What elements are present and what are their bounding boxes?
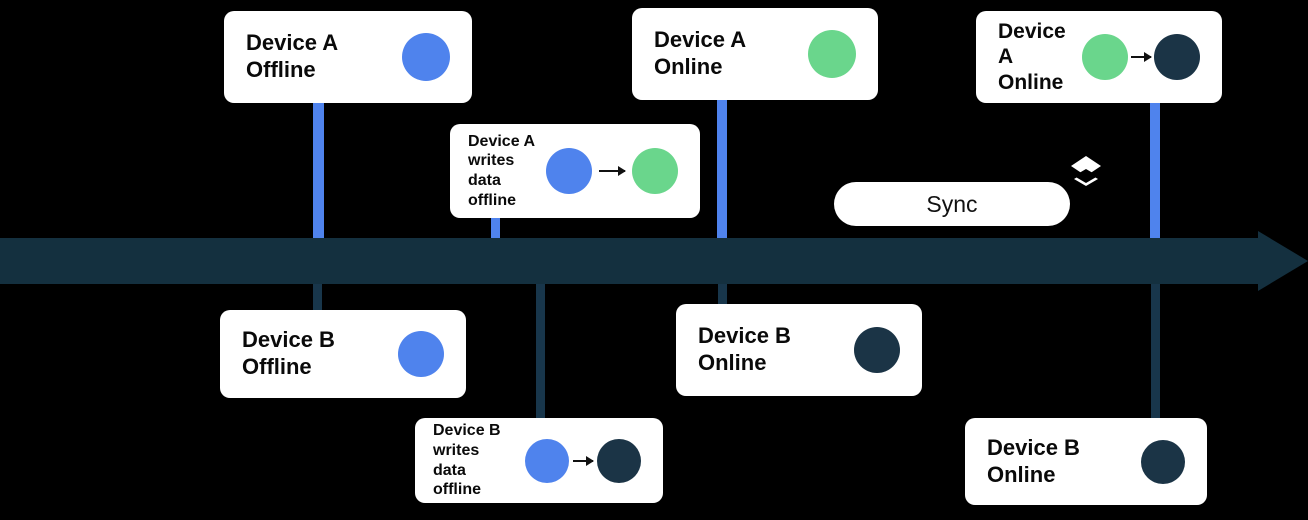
timeline-bar-body (0, 238, 1268, 284)
connector-device-a-online-synced (1150, 100, 1160, 240)
status-dot-navy (854, 327, 900, 373)
status-dot-navy (1154, 34, 1200, 80)
card-graphic (398, 331, 444, 377)
card-graphic (1141, 439, 1185, 484)
connector-device-b-online-synced (1151, 282, 1160, 424)
connector-device-a-online (717, 100, 727, 240)
card-label: Device A Offline (246, 30, 339, 82)
card-device-b-online[interactable]: Device B Online (676, 304, 922, 396)
card-label: Device A Online (998, 19, 1066, 94)
card-device-b-writes-offline[interactable]: Device B writes data offline (415, 418, 663, 503)
timeline-arrow-icon (1258, 231, 1308, 291)
status-dot-green (1082, 34, 1128, 80)
transition-arrow-icon (573, 455, 594, 466)
card-label: Device B Online (698, 323, 791, 375)
status-dot-blue (402, 33, 450, 81)
card-device-a-writes-offline[interactable]: Device A writes data offline (450, 124, 700, 218)
card-device-b-online-synced[interactable]: Device B Online (965, 418, 1207, 505)
card-device-a-online-synced[interactable]: Device A Online (976, 11, 1222, 103)
card-device-b-offline[interactable]: Device B Offline (220, 310, 466, 398)
timeline-bar (0, 231, 1308, 291)
transition-arrow-icon (1131, 52, 1152, 62)
card-device-a-offline[interactable]: Device A Offline (224, 11, 472, 103)
status-dot-blue (546, 148, 592, 194)
connector-device-b-offline (313, 282, 322, 314)
sync-label: Sync (926, 190, 978, 217)
connector-device-b-online (718, 282, 727, 310)
connector-device-a-writes-offline (491, 216, 500, 242)
card-graphic (525, 438, 641, 483)
card-graphic (402, 33, 450, 81)
status-dot-navy (597, 438, 641, 483)
card-label: Device B writes data offline (433, 422, 501, 499)
transition-arrow-icon (599, 166, 626, 176)
card-label: Device B Offline (242, 327, 335, 379)
card-graphic (546, 148, 678, 194)
connector-device-b-writes-offline (536, 282, 545, 422)
status-dot-green (632, 148, 678, 194)
status-dot-blue (398, 331, 444, 377)
sync-pill[interactable]: Sync (834, 182, 1070, 226)
status-dot-navy (1141, 439, 1185, 484)
layers-icon (1068, 152, 1104, 188)
status-dot-green (808, 30, 856, 78)
card-label: Device A Online (654, 27, 747, 79)
card-label: Device A writes data offline (468, 132, 535, 209)
card-device-a-online[interactable]: Device A Online (632, 8, 878, 100)
status-dot-blue (525, 438, 569, 483)
connector-device-a-offline (313, 100, 324, 240)
card-graphic (854, 327, 900, 373)
card-graphic (1082, 34, 1200, 80)
card-graphic (808, 30, 856, 78)
card-label: Device B Online (987, 434, 1080, 487)
